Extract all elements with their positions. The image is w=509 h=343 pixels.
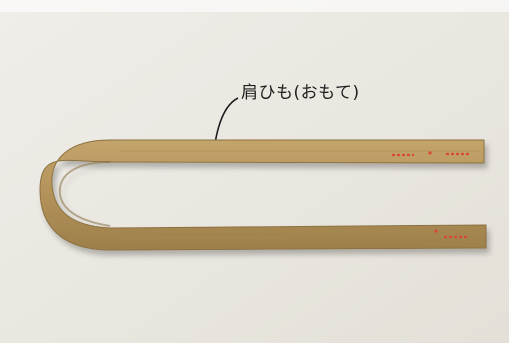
- strap-caption: 肩ひも(おもて): [241, 83, 360, 103]
- shoulder-strap: [39, 139, 487, 251]
- stitch-marks: [392, 151, 470, 239]
- top-margin: [0, 0, 509, 12]
